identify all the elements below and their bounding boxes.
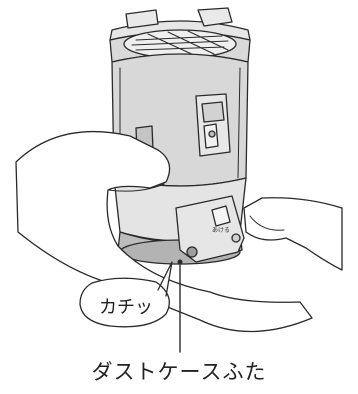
dust-case-lid <box>117 195 245 265</box>
release-latch <box>195 93 231 157</box>
top-lid <box>109 7 251 75</box>
part-caption: ダストケースふた <box>91 360 267 384</box>
lid-mark-label: あける <box>212 227 230 234</box>
speech-bubble <box>79 261 173 328</box>
right-hand <box>243 197 343 271</box>
click-sound-text: カチッ <box>99 297 153 318</box>
